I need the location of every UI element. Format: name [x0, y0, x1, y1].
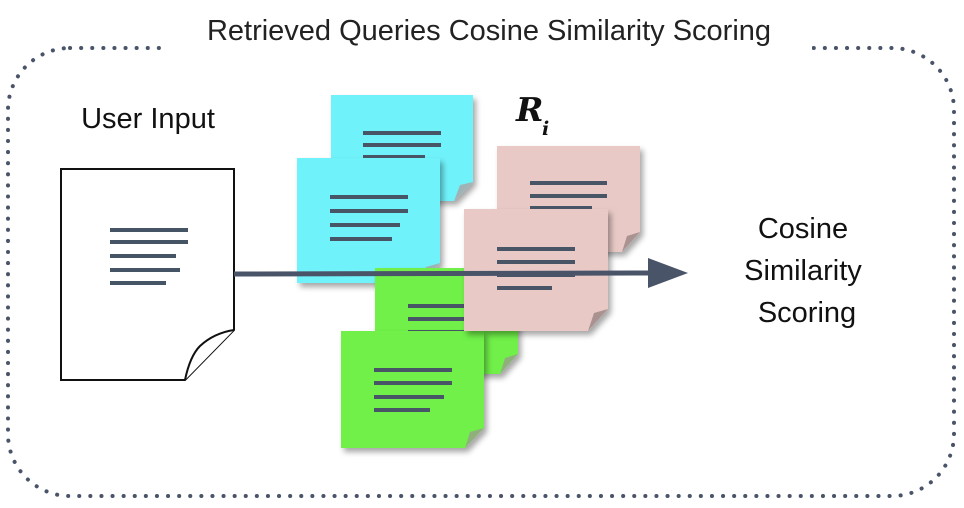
retrieved-set-symbol: R — [515, 90, 543, 129]
pink-note-front — [464, 209, 608, 331]
cyan-note-front — [297, 158, 440, 283]
retrieved-set-subscript: i — [542, 118, 549, 140]
green-note-front — [341, 331, 484, 448]
output-label-line-2: Similarity — [744, 255, 862, 287]
flow-arrow — [233, 258, 688, 288]
user-input-document — [60, 168, 235, 381]
output-label-line-1: Cosine — [758, 213, 848, 245]
user-input-label: User Input — [81, 103, 215, 135]
output-label: Cosine Similarity Scoring — [744, 213, 870, 329]
output-label-line-3: Scoring — [758, 297, 856, 329]
title-backdrop — [162, 8, 812, 52]
diagram-title: Retrieved Queries Cosine Similarity Scor… — [207, 15, 771, 47]
